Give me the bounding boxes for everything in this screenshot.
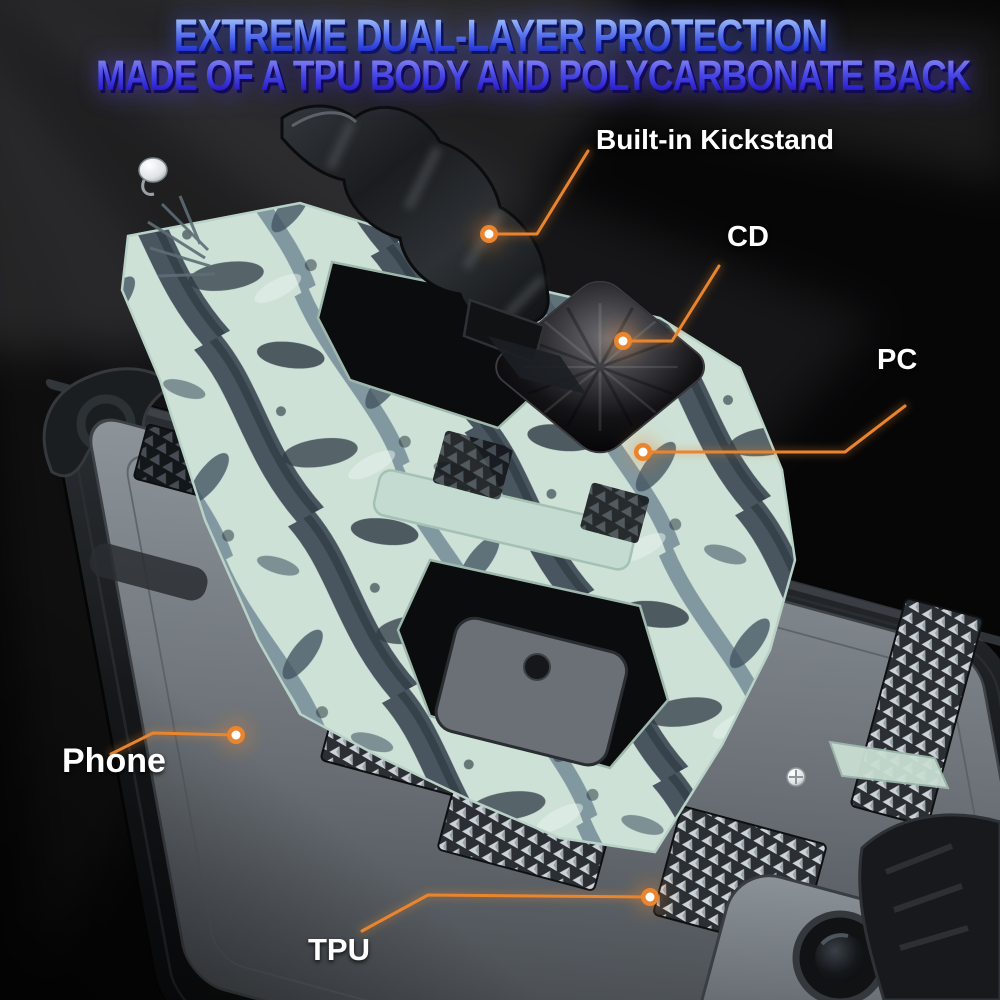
callout-dot-pc [628, 437, 658, 467]
leader-line-cd [621, 264, 721, 343]
title-line-2: MADE OF A TPU BODY AND POLYCARBONATE BAC… [96, 52, 972, 100]
callout-label-kickstand: Built-in Kickstand [596, 124, 835, 155]
leader-line-pc [641, 404, 907, 454]
leader-line-kickstand [487, 149, 590, 236]
callout-dot-phone [221, 720, 251, 750]
title-block: EXTREME DUAL-LAYER PROTECTION MADE OF A … [0, 10, 1000, 100]
title-line-1: EXTREME DUAL-LAYER PROTECTION [173, 10, 827, 61]
callout-label-cd: CD [727, 221, 769, 253]
callout-label-tpu: TPU [308, 932, 370, 967]
callout-dot-tpu [635, 882, 665, 912]
callout-label-phone: Phone [62, 742, 166, 780]
callout-lines [107, 147, 909, 935]
leader-line-tpu [360, 893, 652, 933]
callout-dots [221, 219, 665, 912]
callout-label-pc: PC [877, 344, 918, 376]
callout-dot-cd [608, 326, 638, 356]
callout-dot-kickstand [474, 219, 504, 249]
leader-line-phone [109, 731, 238, 756]
